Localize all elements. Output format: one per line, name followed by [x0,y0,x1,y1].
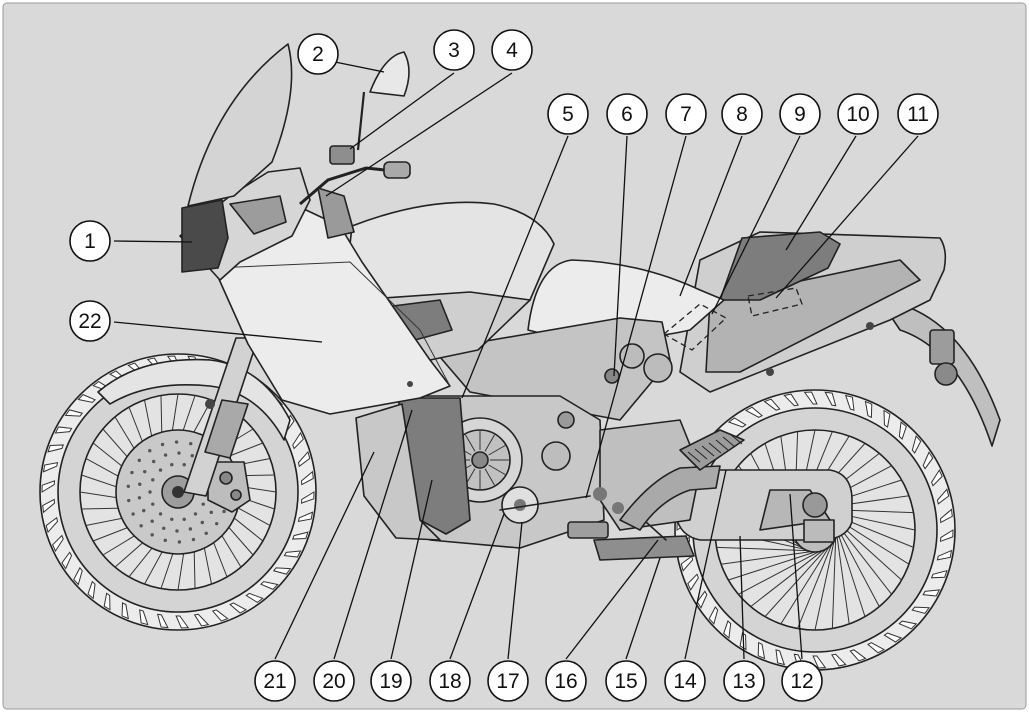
windscreen [187,43,293,207]
leader-10 [785,135,857,251]
motorcycle-illustration [39,43,1001,671]
leader-19 [390,479,433,660]
callout-10-label: 10 [846,103,869,126]
callout-6: 6 [606,93,648,135]
callout-2: 2 [297,33,339,75]
leader-14 [684,469,727,660]
callout-20: 20 [313,660,355,702]
callout-17: 17 [487,660,529,702]
callout-1: 1 [69,220,111,262]
callout-4-label: 4 [506,39,518,62]
callout-20-label: 20 [322,670,345,693]
callout-21: 21 [254,660,296,702]
leader-15 [625,557,661,660]
leader-6 [613,135,628,377]
leader-3 [349,72,455,150]
passenger-footpeg [679,429,745,471]
callout-10: 10 [837,93,879,135]
callout-18-label: 18 [438,670,461,693]
handlebar [299,91,411,239]
leader-16 [565,539,659,660]
callout-13: 13 [723,660,765,702]
callout-5: 5 [547,93,589,135]
leader-22 [113,321,323,343]
callout-8: 8 [721,93,763,135]
callout-18: 18 [429,660,471,702]
leader-1 [113,240,193,243]
exhaust-pipe [619,465,721,531]
callout-2-label: 2 [312,43,324,66]
headlight [181,199,229,273]
callout-8-label: 8 [736,103,748,126]
callout-14: 14 [664,660,706,702]
callout-7-label: 7 [680,103,692,126]
callout-5-label: 5 [562,103,574,126]
callout-12: 12 [781,660,823,702]
mirror [369,51,410,97]
leader-2 [334,61,385,73]
callout-17-label: 17 [496,670,519,693]
callout-22: 22 [69,300,111,342]
callout-19-label: 19 [379,670,402,693]
callout-11-label: 11 [907,103,929,126]
leader-lines [113,61,919,660]
lower-fairing [355,403,441,541]
leader-17 [507,521,523,660]
callout-12-label: 12 [790,670,813,693]
callout-21-label: 21 [263,670,286,693]
leader-8 [679,135,743,297]
callout-15: 15 [605,660,647,702]
leader-7 [585,135,687,499]
callout-19: 19 [370,660,412,702]
callout-9: 9 [779,93,821,135]
callout-1-label: 1 [84,230,96,253]
leader-5 [461,135,569,399]
leader-12 [789,493,803,660]
callout-3-label: 3 [448,39,460,62]
callout-6-label: 6 [621,103,633,126]
leader-9 [711,135,801,315]
callout-22-label: 22 [78,310,101,333]
leader-18 [449,513,505,660]
callout-3: 3 [433,29,475,71]
callout-14-label: 14 [673,670,697,693]
callout-11: 11 [897,93,939,135]
callout-15-label: 15 [614,670,637,693]
callout-16: 16 [545,660,587,702]
callout-16-label: 16 [554,670,577,693]
callouts: 1 2 3 4 5 6 7 8 9 10 11 12 13 14 15 16 1… [69,29,939,702]
callout-4: 4 [491,29,533,71]
leader-20 [333,409,413,660]
leader-11 [775,135,919,299]
callout-7: 7 [665,93,707,135]
leader-21 [274,451,375,660]
leader-4 [325,72,513,197]
callout-9-label: 9 [794,103,806,126]
leader-13 [739,535,745,660]
callout-13-label: 13 [732,670,755,693]
side-stand [593,535,695,561]
rear-seat-panel [719,231,841,301]
